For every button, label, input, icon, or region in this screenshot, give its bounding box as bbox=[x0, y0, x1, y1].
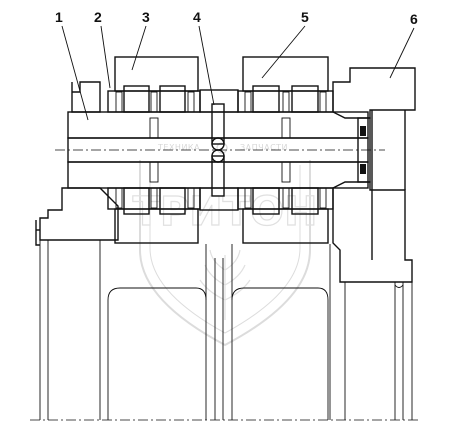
watermark-left-text: ТЕХНИКА bbox=[157, 143, 200, 152]
callout-1: 1 bbox=[55, 9, 63, 25]
leader-lines bbox=[61, 25, 415, 121]
bearing-left-lower bbox=[107, 187, 201, 244]
gear-web-lower bbox=[30, 240, 420, 421]
bearing-left-upper bbox=[107, 56, 201, 113]
bearing-right-upper bbox=[237, 56, 334, 113]
right-gear-housing bbox=[332, 67, 416, 420]
left-housing bbox=[35, 81, 119, 420]
watermark-gear-icon bbox=[216, 142, 228, 154]
watermark: ТЕХНИКА ЗАПЧАСТИ ТРИТОН bbox=[132, 142, 318, 347]
watermark-logo-text: ТРИТОН bbox=[133, 189, 318, 235]
callout-5: 5 bbox=[301, 9, 309, 25]
callout-3: 3 bbox=[142, 9, 150, 25]
callout-4: 4 bbox=[193, 9, 201, 25]
watermark-right-text: ЗАПЧАСТИ bbox=[240, 143, 288, 152]
callout-2: 2 bbox=[94, 9, 102, 25]
watermark-wheat-icon bbox=[199, 249, 251, 320]
callout-6: 6 bbox=[410, 11, 418, 27]
